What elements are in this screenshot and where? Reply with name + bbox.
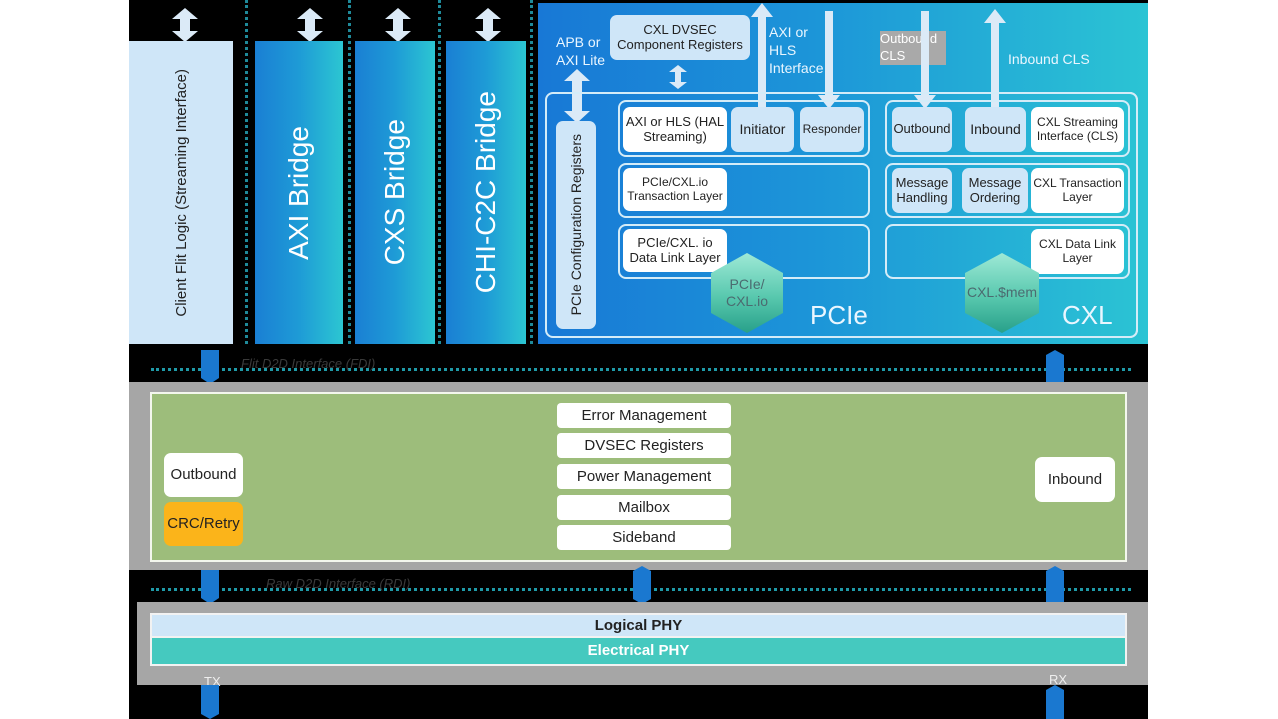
fdi-dotted-line xyxy=(151,368,1131,371)
pcie-transaction-row xyxy=(618,163,870,218)
adapter-inbound-box: Inbound xyxy=(1035,457,1115,502)
pcie-data-link-layer-box: PCIe/CXL. io Data Link Layer xyxy=(623,229,727,272)
cxl-streaming-interface-box: CXL Streaming Interface (CLS) xyxy=(1031,107,1124,152)
cxl-streaming-row xyxy=(885,100,1130,157)
double-arrow-icon xyxy=(564,69,590,123)
axi-bridge-column: AXI Bridge xyxy=(255,41,343,344)
up-arrow-icon xyxy=(984,9,1006,109)
pcie-transaction-layer-box: PCIe/CXL.io Transaction Layer xyxy=(623,168,727,211)
cxl-mem-hex-label: CXL.$mem xyxy=(966,284,1038,301)
down-arrow-icon xyxy=(818,11,840,109)
double-arrow-icon xyxy=(297,8,323,42)
pcie-configuration-registers-label: PCIe Configuration Registers xyxy=(567,134,584,316)
protocol-layer-panel: APB or AXI Lite CXL DVSEC Component Regi… xyxy=(538,3,1148,344)
double-arrow-icon xyxy=(385,8,411,42)
down-arrow-icon xyxy=(914,11,936,109)
cxl-transaction-row xyxy=(885,163,1130,218)
column-divider xyxy=(348,0,351,344)
electrical-phy-bar: Electrical PHY xyxy=(150,638,1127,666)
chi-c2c-bridge-column: CHI-C2C Bridge xyxy=(446,41,526,344)
message-handling-box: Message Handling xyxy=(892,168,952,213)
power-management-box: Power Management xyxy=(557,464,731,489)
rx-connector-arrow xyxy=(1046,350,1064,384)
double-arrow-icon xyxy=(172,8,198,42)
cxl-dvsec-component-registers: CXL DVSEC Component Registers xyxy=(610,15,750,60)
column-divider xyxy=(438,0,441,344)
cxs-bridge-column: CXS Bridge xyxy=(355,41,435,344)
pcie-cxl-io-hex-label: PCIe/ CXL.io xyxy=(725,275,769,310)
error-management-box: Error Management xyxy=(557,403,731,428)
slide: Client Flit Logic (Streaming Interface) … xyxy=(129,0,1148,719)
column-divider xyxy=(245,0,248,344)
sideband-connector-arrow xyxy=(633,566,651,604)
up-arrow-icon xyxy=(751,3,773,109)
rx-label: RX xyxy=(1049,672,1068,687)
cxs-bridge-label: CXS Bridge xyxy=(379,119,410,266)
cxl-frame xyxy=(883,92,1138,338)
cxl-data-link-layer-box: CXL Data Link Layer xyxy=(1031,229,1124,274)
client-flit-logic-label: Client Flit Logic (Streaming Interface) xyxy=(172,68,190,317)
adapter-outbound-box: Outbound xyxy=(164,453,243,497)
mailbox-box: Mailbox xyxy=(557,495,731,520)
message-ordering-box: Message Ordering xyxy=(962,168,1028,213)
chi-c2c-bridge-label: CHI-C2C Bridge xyxy=(470,91,501,294)
axi-bridge-label: AXI Bridge xyxy=(283,125,314,260)
logical-phy-bar: Logical PHY xyxy=(150,613,1127,638)
apb-axi-lite-label: APB or AXI Lite xyxy=(556,34,606,69)
cxl-title: CXL xyxy=(1062,300,1113,330)
pcie-title: PCIe xyxy=(810,300,868,330)
initiator-box: Initiator xyxy=(731,107,794,152)
responder-box: Responder xyxy=(800,107,864,152)
axi-hls-interface-label: AXI or HLS Interface xyxy=(769,24,824,77)
outbound-cls-label: Outbound CLS xyxy=(880,31,946,65)
sideband-box: Sideband xyxy=(557,525,731,550)
cxl-inbound-box: Inbound xyxy=(965,107,1026,152)
pcie-cxl-io-hexagon: PCIe/ CXL.io xyxy=(711,253,783,333)
tx-connector-arrow xyxy=(201,570,219,604)
rx-input-arrow xyxy=(1046,685,1064,719)
rdi-label: Raw D2D Interface (RDI) xyxy=(266,576,411,591)
tx-connector-arrow xyxy=(201,350,219,384)
axi-hls-streaming-box: AXI or HLS (HAL Streaming) xyxy=(623,107,727,152)
double-arrow-icon xyxy=(475,8,501,42)
pcie-configuration-registers: PCIe Configuration Registers xyxy=(556,121,596,329)
cxl-transaction-layer-box: CXL Transaction Layer xyxy=(1031,168,1124,213)
double-arrow-icon xyxy=(669,65,687,89)
client-flit-logic-column: Client Flit Logic (Streaming Interface) xyxy=(129,41,233,344)
fdi-label: Flit D2D Interface (FDI) xyxy=(241,356,376,371)
tx-output-arrow xyxy=(201,685,219,719)
inbound-cls-label: Inbound CLS xyxy=(1008,51,1090,67)
rx-connector-arrow xyxy=(1046,566,1064,604)
dvsec-registers-box: DVSEC Registers xyxy=(557,433,731,458)
column-divider xyxy=(530,0,533,344)
crc-retry-box: CRC/Retry xyxy=(164,502,243,546)
cxl-outbound-box: Outbound xyxy=(892,107,952,152)
pcie-streaming-row xyxy=(618,100,870,157)
